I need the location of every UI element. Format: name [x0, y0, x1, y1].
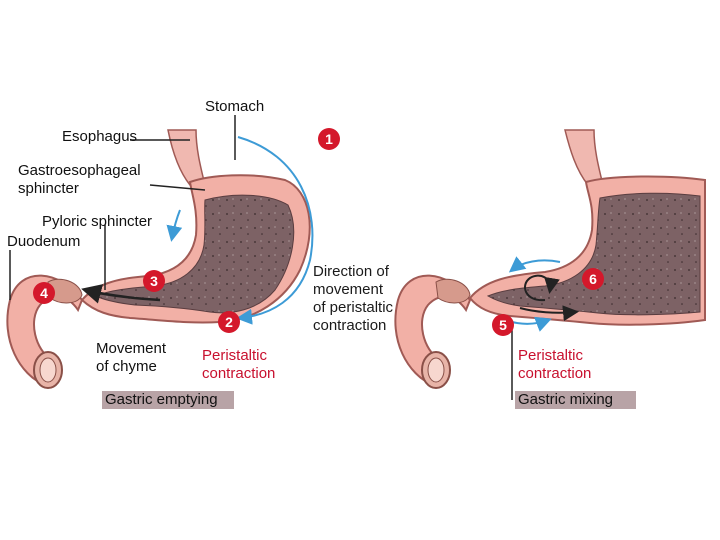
step-1-badge: 1 [318, 128, 340, 150]
step-2-badge: 2 [218, 311, 240, 333]
ge-sphincter-leader [149, 184, 206, 191]
right-esophagus-shape [564, 129, 604, 186]
ge-sphincter-label: Gastroesophageal sphincter [18, 162, 141, 197]
movement-of-chyme-label: Movement of chyme [96, 340, 167, 375]
left-stomach [6, 115, 314, 389]
movement-of-chyme-arrow [81, 284, 161, 304]
peristaltic-contraction-right-label: Peristaltic contraction [518, 347, 592, 382]
peristaltic-contraction-left-label: Peristaltic contraction [202, 347, 276, 382]
gastric-emptying-caption: Gastric emptying [102, 391, 234, 409]
duodenum-label: Duodenum [7, 233, 81, 250]
stomach-label: Stomach [205, 98, 265, 115]
left-esophagus-shape [167, 129, 206, 186]
mixing-back-arrow [519, 305, 579, 322]
gastric-mixing-caption: Gastric mixing [515, 391, 636, 409]
left-direction-arrow [236, 136, 314, 325]
step-3-badge: 3 [143, 270, 165, 292]
left-blue-arrow-small [166, 209, 183, 242]
right-stomach-lumen [486, 192, 701, 316]
esophagus-label: Esophagus [62, 128, 138, 145]
step-4-badge: 4 [33, 282, 55, 304]
mixing-loop-arrow [524, 274, 560, 302]
step-5-badge: 5 [492, 314, 514, 336]
pyloric-sphincter-label: Pyloric sphincter [42, 213, 153, 230]
right-pyloric-bulb [435, 278, 471, 304]
left-stomach-lumen [94, 194, 295, 314]
direction-of-movement-label: Direction of movement of peristaltic con… [313, 263, 394, 334]
step-6-badge: 6 [582, 268, 604, 290]
mixing-arrow-top [508, 256, 561, 273]
